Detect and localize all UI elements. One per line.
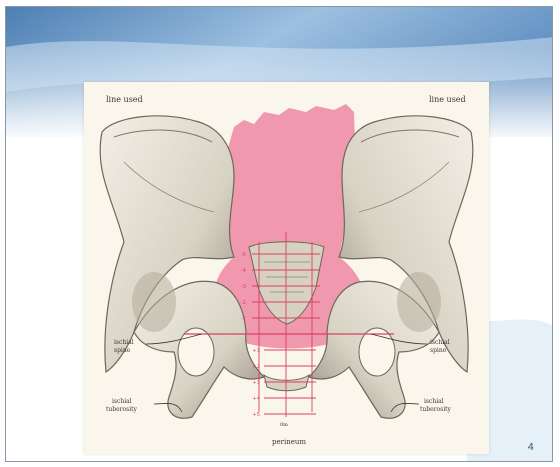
label-ischial-spine-right-2: spine	[430, 347, 447, 354]
label-top-right: line used	[429, 95, 466, 104]
station-tick-label: +3	[253, 380, 260, 386]
label-ischial-spine-left-1: ischial	[114, 339, 134, 346]
label-ischial-tuberosity-right-1: ischial	[424, 398, 444, 405]
pelvis-diagram: line used line used ischial spine ischia…	[84, 82, 489, 454]
station-tick-label: -2	[241, 300, 246, 306]
station-tick-label: -1	[241, 316, 246, 322]
label-ischial-tuberosity-left-2: tuberosity	[106, 406, 138, 413]
slide-page-number: 4	[528, 442, 534, 453]
station-tick-label: +5	[253, 412, 260, 418]
label-perineum: perineum	[272, 438, 306, 446]
pelvis-illustration-plate: line used line used ischial spine ischia…	[84, 82, 489, 454]
label-zero-station: 0m	[280, 422, 288, 428]
label-ischial-spine-left-2: spine	[114, 347, 131, 354]
label-ischial-tuberosity-left-1: ischial	[112, 398, 132, 405]
station-tick-label: +2	[253, 364, 260, 370]
label-ischial-tuberosity-right-2: tuberosity	[420, 406, 452, 413]
station-tick-label: -5	[241, 252, 246, 258]
station-tick-label: -4	[241, 268, 246, 274]
pubic-symphysis	[264, 375, 309, 391]
slide-frame: line used line used ischial spine ischia…	[5, 6, 553, 462]
station-tick-label: +1	[253, 348, 260, 354]
label-top-left: line used	[106, 95, 143, 104]
label-ischial-spine-right-1: ischial	[430, 339, 450, 346]
station-tick-label: -3	[241, 284, 246, 290]
station-tick-label: +4	[253, 396, 260, 402]
